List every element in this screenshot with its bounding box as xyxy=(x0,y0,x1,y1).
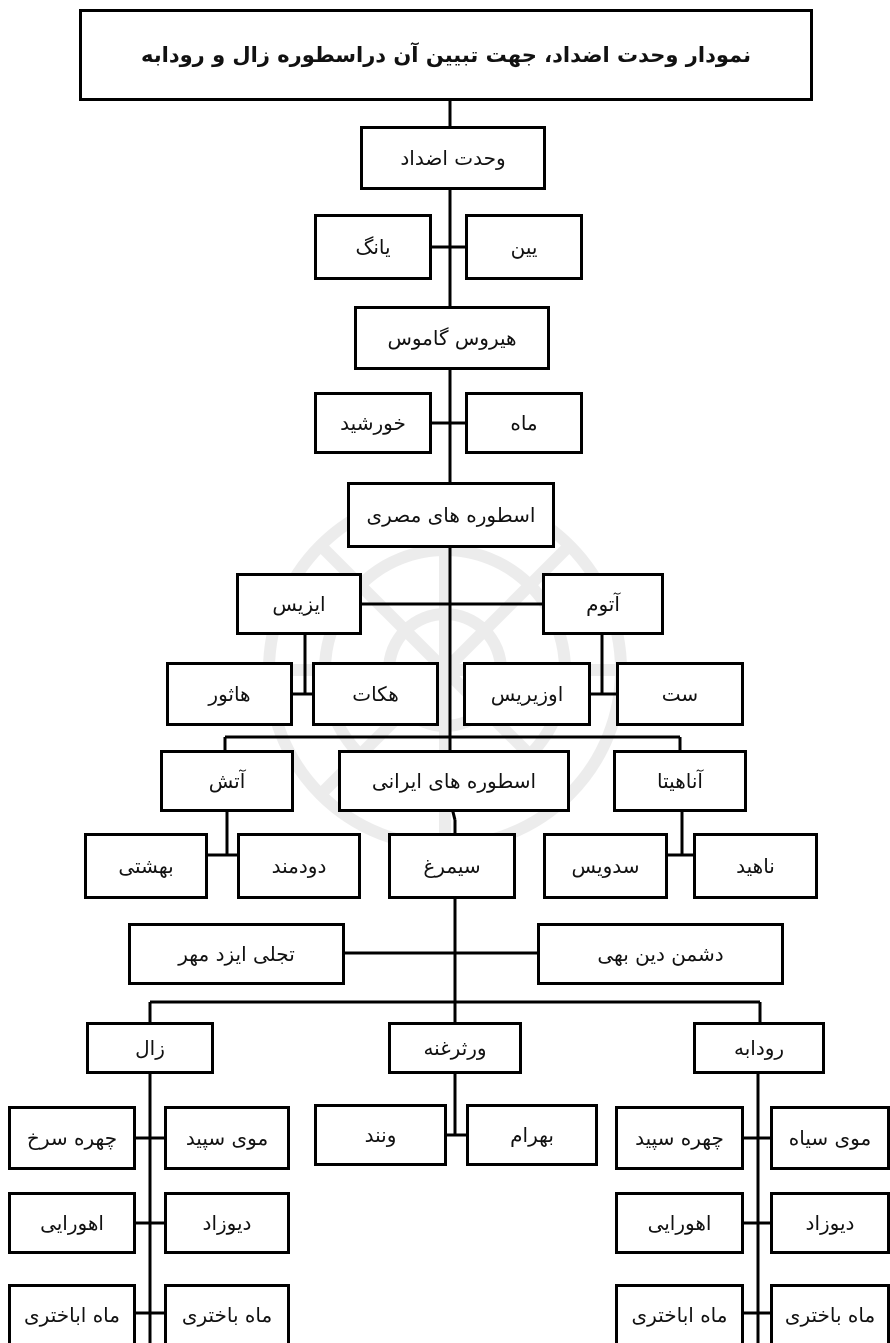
node-bakhtari-moon-zal: ماه باختری xyxy=(164,1284,290,1343)
node-enemy-of-religion: دشمن دین بهی xyxy=(537,923,784,985)
node-heavenly: بهشتی xyxy=(84,833,208,899)
node-rudabeh: رودابه xyxy=(693,1022,825,1074)
node-red-face: چهره سرخ xyxy=(8,1106,136,1170)
node-iranian-myths: اسطوره های ایرانی xyxy=(338,750,570,812)
node-sedvis: سدویس xyxy=(543,833,668,899)
node-hekat: هکات xyxy=(312,662,439,726)
node-hieros-gamos: هیروس گاموس xyxy=(354,306,550,370)
node-ahurayi-rudabeh: اهورایی xyxy=(615,1192,744,1254)
node-yang: یانگ xyxy=(314,214,432,280)
node-white-face: چهره سپید xyxy=(615,1106,744,1170)
node-anahita: آناهیتا xyxy=(613,750,747,812)
node-ahurayi-zal: اهورایی xyxy=(8,1192,136,1254)
node-divzad-rudabeh: دیوزاد xyxy=(770,1192,890,1254)
node-apakhtari-moon-zal: ماه اباختری xyxy=(8,1284,136,1343)
node-apakhtari-moon-rudabeh: ماه اباختری xyxy=(615,1284,744,1343)
node-dudmand: دودمند xyxy=(237,833,361,899)
node-yin: یین xyxy=(465,214,583,280)
node-nahid: ناهید xyxy=(693,833,818,899)
node-fire: آتش xyxy=(160,750,294,812)
node-egyptian-myths: اسطوره های مصری xyxy=(347,482,555,548)
node-isis: ایزیس xyxy=(236,573,362,635)
node-bahram: بهرام xyxy=(466,1104,598,1166)
node-set: ست xyxy=(616,662,744,726)
node-vanand: ونند xyxy=(314,1104,447,1166)
node-osiris: اوزیریس xyxy=(463,662,591,726)
node-zal: زال xyxy=(86,1022,214,1074)
node-hathor: هاثور xyxy=(166,662,293,726)
node-atum: آتوم xyxy=(542,573,664,635)
node-mehr-manifestation: تجلی ایزد مهر xyxy=(128,923,345,985)
node-white-hair: موی سپید xyxy=(164,1106,290,1170)
diagram-title: نمودار وحدت اضداد، جهت تبیین آن دراسطوره… xyxy=(79,9,813,101)
node-black-hair: موی سیاه xyxy=(770,1106,890,1170)
node-unity-of-opposites: وحدت اضداد xyxy=(360,126,546,190)
node-divzad-zal: دیوزاد xyxy=(164,1192,290,1254)
node-moon: ماه xyxy=(465,392,583,454)
node-verethragna: ورثرغنه xyxy=(388,1022,522,1074)
node-sun: خورشید xyxy=(314,392,432,454)
node-simorgh: سیمرغ xyxy=(388,833,516,899)
node-bakhtari-moon-rudabeh: ماه باختری xyxy=(770,1284,890,1343)
